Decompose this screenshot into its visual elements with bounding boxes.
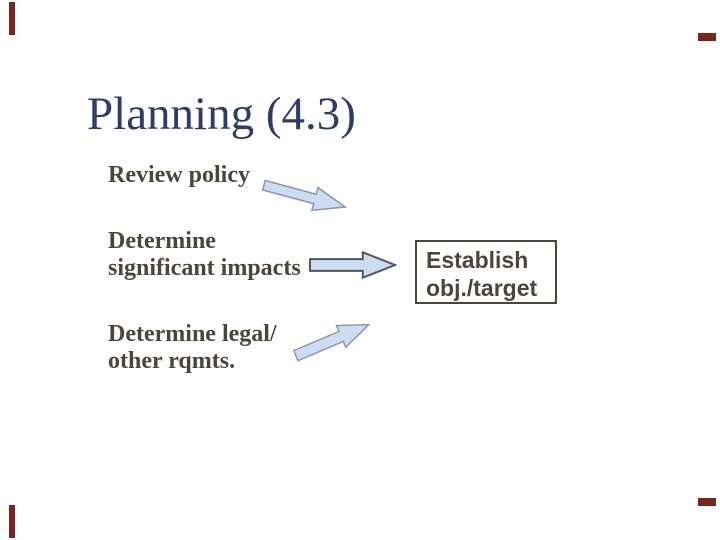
step-review-policy: Review policy xyxy=(108,162,250,189)
step-determine-significant-impacts: Determine significant impacts xyxy=(108,228,301,282)
corner-mark-top-right xyxy=(698,33,716,41)
step-line: Determine xyxy=(108,228,216,254)
arrow-shape xyxy=(292,323,371,362)
corner-mark-bottom-right xyxy=(698,498,716,506)
corner-mark-bottom-left xyxy=(9,505,15,538)
corner-mark-top-left xyxy=(9,2,15,35)
step-line: significant impacts xyxy=(108,255,301,281)
step-determine-legal-other-rqmts: Determine legal/ other rqmts. xyxy=(108,321,277,375)
step-line: Review policy xyxy=(108,162,250,188)
arrow-right-icon xyxy=(309,250,397,280)
step-line: Determine legal/ xyxy=(108,321,277,347)
box-line: Establish xyxy=(426,247,529,273)
slide-title: Planning (4.3) xyxy=(87,88,356,140)
step-line: other rqmts. xyxy=(108,348,236,374)
establish-obj-target-box: Establish obj./target xyxy=(415,240,557,304)
box-line: obj./target xyxy=(426,275,538,301)
arrow-shape xyxy=(309,250,397,280)
arrow-shape xyxy=(261,179,348,212)
arrow-up-right-icon xyxy=(292,323,371,362)
arrow-down-right-icon xyxy=(261,179,348,212)
